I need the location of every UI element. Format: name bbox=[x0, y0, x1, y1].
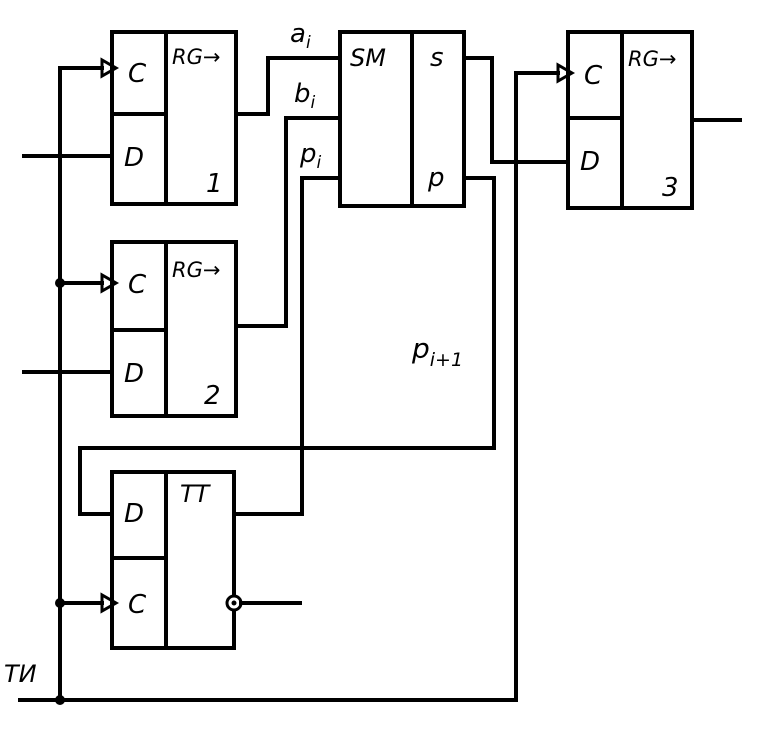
label-p-i: pi bbox=[299, 139, 322, 173]
adder: SM s p bbox=[338, 30, 466, 208]
label-b-i: bi bbox=[294, 79, 316, 113]
register-1-number: 1 bbox=[206, 169, 223, 199]
register-2: C D RG→ 2 bbox=[100, 240, 238, 418]
junction-dot bbox=[55, 695, 65, 705]
wire-b-i bbox=[234, 116, 342, 328]
register-1-type-label: RG→ bbox=[172, 45, 220, 69]
register-1-body bbox=[110, 30, 238, 206]
register-2-data-label: D bbox=[124, 359, 144, 389]
wire-a-i bbox=[234, 56, 342, 116]
adder-type-label: SM bbox=[350, 44, 386, 72]
wire-sum bbox=[462, 56, 570, 164]
register-2-number: 2 bbox=[204, 381, 221, 411]
trigger-inverted-output-dot bbox=[231, 600, 237, 606]
register-2-clock-label: C bbox=[128, 270, 147, 300]
register-1: C D RG→ 1 bbox=[100, 30, 238, 206]
register-3-clock-label: C bbox=[584, 61, 603, 91]
label-clock-pulse: ТИ bbox=[4, 660, 37, 688]
register-3: C D RG→ 3 bbox=[556, 30, 694, 210]
trigger: D C TT bbox=[100, 470, 243, 650]
register-3-number: 3 bbox=[662, 173, 679, 203]
adder-sum-label: s bbox=[430, 43, 444, 73]
trigger-clock-label: C bbox=[128, 590, 147, 620]
register-2-type-label: RG→ bbox=[172, 258, 220, 282]
junction-dot bbox=[55, 598, 65, 608]
wire-p-i bbox=[232, 176, 342, 516]
wire-carry-p-i-plus-1 bbox=[78, 176, 496, 516]
label-p-i-plus-1: pi+1 bbox=[411, 332, 463, 371]
wires bbox=[18, 56, 742, 705]
signal-labels: ai bi pi pi+1 ТИ bbox=[4, 19, 463, 688]
junction-dot bbox=[55, 278, 65, 288]
trigger-data-label: D bbox=[124, 499, 144, 529]
register-3-type-label: RG→ bbox=[628, 47, 676, 71]
clock-to-register-3 bbox=[18, 71, 560, 702]
adder-carry-label: p bbox=[427, 163, 445, 193]
trigger-type-label: TT bbox=[180, 480, 212, 508]
label-a-i: ai bbox=[290, 19, 311, 53]
register-3-data-label: D bbox=[580, 147, 600, 177]
register-1-clock-label: C bbox=[128, 59, 147, 89]
register-1-data-label: D bbox=[124, 143, 144, 173]
